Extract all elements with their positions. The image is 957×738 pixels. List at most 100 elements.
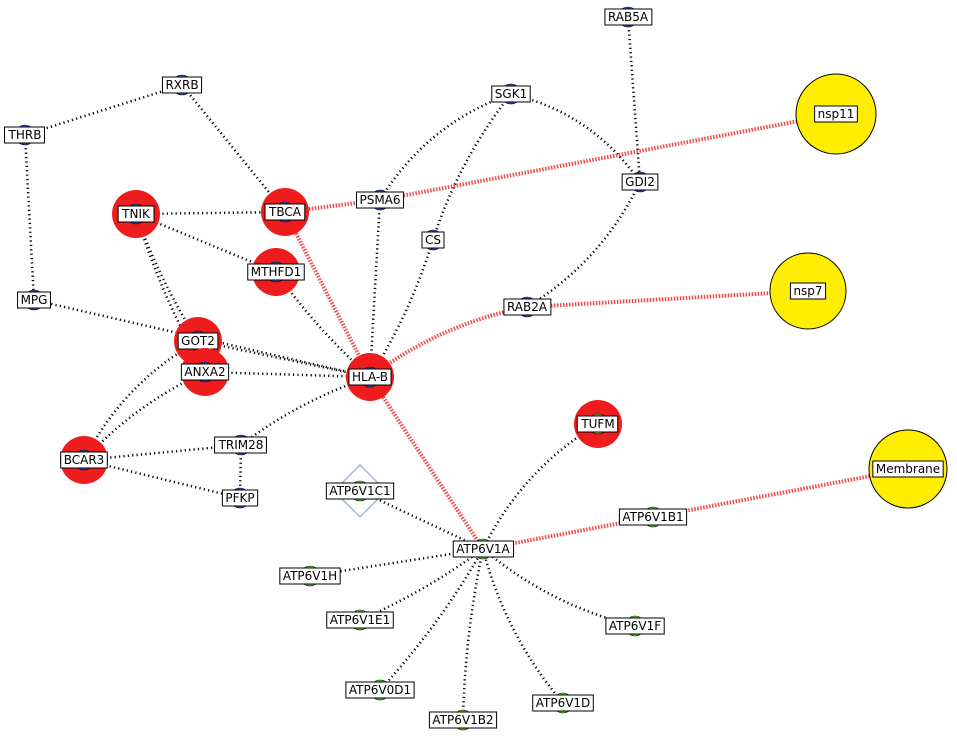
edge-atp6v1e1-atp6v1a [359, 547, 484, 622]
label-box [576, 415, 619, 433]
node-tnik[interactable]: TNIK [112, 190, 160, 238]
node-bcar3[interactable]: BCAR3 [60, 436, 108, 484]
label-box [503, 298, 552, 316]
node-label: RXRB [165, 78, 198, 92]
label-box [221, 489, 259, 507]
label-box [17, 291, 51, 309]
label-box [605, 617, 665, 635]
label-box [180, 363, 230, 381]
edge-rab5a-gdi2 [626, 16, 642, 183]
node-nsp7[interactable]: nsp7 [769, 252, 847, 330]
edge-thrb-mpg [23, 134, 36, 301]
selection-marker [332, 463, 388, 519]
node-atp6v1d[interactable]: ATP6V1D [532, 692, 594, 714]
label-box [325, 482, 395, 500]
node-label: RAB5A [608, 10, 649, 24]
node-label: CS [425, 233, 441, 247]
node-atp6v1h[interactable]: ATP6V1H [279, 565, 341, 587]
node-label: nsp11 [818, 107, 855, 121]
label-box [604, 8, 653, 26]
node-rab5a[interactable]: RAB5A [604, 6, 653, 28]
node-label: PSMA6 [359, 193, 400, 207]
node-atp6v1e1[interactable]: ATP6V1E1 [326, 609, 394, 631]
edge-psma6-nsp11 [379, 112, 837, 202]
node-membrane[interactable]: Membrane [868, 429, 948, 509]
edge-rab2a-nsp7 [526, 289, 809, 309]
node-atp6v1c1[interactable]: ATP6V1C1 [325, 463, 395, 519]
edge-atp6v0d1-atp6v1a [379, 548, 485, 691]
node-anxa2[interactable]: ANXA2 [180, 348, 230, 396]
edge-mthfd1-hla-b [274, 271, 371, 378]
node-label: TBCA [268, 205, 302, 219]
node-atp6v1b2[interactable]: ATP6V1B2 [428, 709, 498, 731]
node-thrb[interactable]: THRB [4, 124, 45, 146]
node-atp6v1a[interactable]: ATP6V1A [452, 538, 515, 560]
edge-bcar3-got2 [82, 339, 199, 461]
node-label: TRIM28 [218, 438, 264, 452]
node-psma6[interactable]: PSMA6 [355, 189, 405, 211]
node-label: nsp7 [793, 284, 822, 298]
label-box [345, 681, 415, 699]
edge-rab2a-hla-b [368, 305, 528, 379]
node-label: ATP6V1H [283, 569, 337, 583]
node-nsp11[interactable]: nsp11 [795, 73, 877, 155]
edge-atp6v1d-atp6v1a [481, 548, 564, 704]
label-box [428, 711, 498, 729]
node-atp6v1f[interactable]: ATP6V1F [605, 615, 665, 637]
label-box [214, 436, 267, 454]
node-rab2a[interactable]: RAB2A [503, 296, 552, 318]
label-box [355, 191, 405, 209]
edge-gdi2-rab2a [526, 181, 642, 309]
node-atp6v1b1[interactable]: ATP6V1B1 [618, 506, 688, 528]
edge-tbca-hla-b [283, 211, 372, 378]
node-label: GOT2 [181, 334, 215, 348]
label-box [348, 368, 392, 386]
label-box [872, 460, 944, 478]
label-box [4, 126, 45, 144]
node-label: PFKP [225, 491, 254, 505]
node-gdi2[interactable]: GDI2 [621, 171, 659, 193]
node-label: ATP6V1D [536, 696, 591, 710]
edge-rxrb-thrb [24, 83, 183, 137]
label-box [117, 205, 155, 223]
node-label: ATP6V0D1 [349, 683, 411, 697]
label-box [326, 611, 394, 629]
node-rxrb[interactable]: RXRB [161, 74, 203, 96]
label-box [264, 203, 306, 221]
label-box [491, 85, 531, 103]
node-hla-b[interactable]: HLA-B [346, 353, 394, 401]
node-label: Membrane [876, 462, 940, 476]
label-box [279, 567, 341, 585]
node-sgk1[interactable]: SGK1 [491, 83, 531, 105]
node-pfkp[interactable]: PFKP [221, 487, 259, 509]
node-cs[interactable]: CS [421, 229, 445, 251]
node-tbca[interactable]: TBCA [261, 188, 309, 236]
edge-sgk1-gdi2 [510, 92, 642, 183]
node-label: ATP6V1E1 [330, 613, 391, 627]
edge-tnik-got2 [134, 213, 200, 342]
label-box [247, 263, 305, 281]
label-box [618, 508, 688, 526]
node-trim28[interactable]: TRIM28 [214, 434, 267, 456]
edge-rxrb-tbca [181, 84, 286, 213]
node-tufm[interactable]: TUFM [574, 400, 622, 448]
edge-psma6-hla-b [368, 199, 382, 378]
node-mthfd1[interactable]: MTHFD1 [247, 248, 305, 296]
node-atp6v0d1[interactable]: ATP6V0D1 [345, 679, 415, 701]
edge-cs-hla-b [368, 239, 435, 378]
edge-sgk1-cs [431, 93, 512, 241]
node-mpg[interactable]: MPG [17, 289, 51, 311]
label-box [789, 282, 827, 300]
node-label: ATP6V1C1 [329, 484, 390, 498]
node-label: TNIK [121, 207, 151, 221]
edge-sgk1-psma6 [378, 92, 512, 201]
node-label: GDI2 [625, 175, 655, 189]
label-box [421, 231, 445, 249]
node-label: BCAR3 [64, 453, 105, 467]
label-box [161, 76, 203, 94]
node-label: MPG [21, 293, 48, 307]
edge-tnik-mthfd1 [135, 212, 277, 274]
